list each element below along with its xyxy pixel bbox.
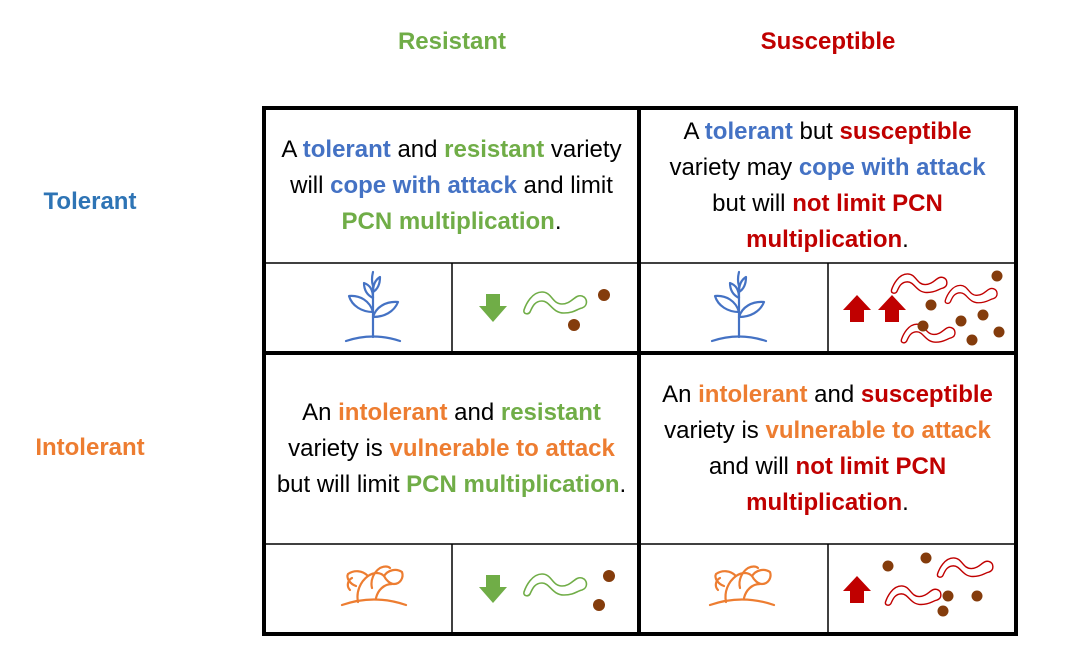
keyword-vulnerable-to-attack: vulnerable to attack <box>765 417 991 444</box>
keyword-intolerant: intolerant <box>338 399 448 426</box>
nematode-icon <box>890 273 948 294</box>
text-segment: A <box>281 136 303 163</box>
text-segment: and <box>447 399 501 426</box>
wilted-plant-icon <box>708 565 776 607</box>
cyst-dot-icon <box>977 309 989 321</box>
keyword-susceptible: susceptible <box>860 381 993 408</box>
cell-intolerant-resistant-text: An intolerant and resistant variety is v… <box>266 355 637 543</box>
cell-tolerant-resistant-text: A tolerant and resistant variety will co… <box>266 110 637 262</box>
keyword-not-limit-pcn-multiplication: not limit PCN multiplication <box>746 190 943 253</box>
keyword-pcn-multiplication: PCN multiplication <box>406 471 620 498</box>
cyst-dot-icon <box>971 590 983 602</box>
keyword-pcn-multiplication: PCN multiplication <box>341 208 555 235</box>
keyword-tolerant: tolerant <box>302 136 391 163</box>
row-heading-tolerant: Tolerant <box>43 188 137 215</box>
keyword-not-limit-pcn-multiplication: not limit PCN multiplication <box>746 453 947 516</box>
keyword-cope-with-attack: cope with attack <box>798 154 986 181</box>
up-arrow-icon <box>843 576 871 603</box>
text-segment: variety may <box>669 154 799 181</box>
healthy-plant-icon <box>344 270 402 343</box>
down-arrow-icon <box>479 294 507 322</box>
cyst-dot-icon <box>955 315 967 327</box>
text-segment: . <box>902 489 909 516</box>
text-segment: An <box>662 381 699 408</box>
text-segment: but <box>792 118 840 145</box>
cyst-dot-icon <box>937 605 949 617</box>
nematode-icon <box>523 573 588 597</box>
cyst-dot-icon <box>593 599 605 611</box>
pcn-variety-matrix: A tolerant and resistant variety will co… <box>262 106 1018 636</box>
text-segment: . <box>619 471 627 498</box>
healthy-plant-icon <box>710 270 768 343</box>
wilted-plant-icon <box>340 565 408 607</box>
text-segment: variety is <box>288 435 390 462</box>
text-segment: A <box>683 118 705 145</box>
cyst-dot-icon <box>917 320 929 332</box>
text-segment: and limit <box>516 172 613 199</box>
cyst-dot-icon <box>603 570 615 582</box>
column-heading-resistant: Resistant <box>397 28 507 55</box>
cyst-dot-icon <box>882 560 894 572</box>
cell-intolerant-susceptible-text: An intolerant and susceptible variety is… <box>641 355 1014 543</box>
keyword-intolerant: intolerant <box>698 381 808 408</box>
text-segment: but will <box>712 190 793 217</box>
down-arrow-icon <box>479 575 507 603</box>
nematode-icon <box>884 585 942 606</box>
cyst-dot-icon <box>925 299 937 311</box>
keyword-vulnerable-to-attack: vulnerable to attack <box>389 435 615 462</box>
text-segment: and <box>390 136 445 163</box>
cyst-dot-icon <box>993 326 1005 338</box>
keyword-resistant: resistant <box>444 136 545 163</box>
text-segment: but will limit <box>276 471 407 498</box>
text-segment: . <box>902 226 909 253</box>
cyst-dot-icon <box>942 590 954 602</box>
cell-tolerant-susceptible-text: A tolerant but susceptible variety may c… <box>641 110 1014 262</box>
up-arrow-icon <box>843 295 871 322</box>
row-heading-intolerant: Intolerant <box>35 434 145 461</box>
text-segment: variety will <box>290 136 622 199</box>
nematode-icon <box>523 291 588 315</box>
up-arrow-icon <box>878 295 906 322</box>
keyword-susceptible: susceptible <box>839 118 972 145</box>
cyst-dot-icon <box>966 334 978 346</box>
cyst-dot-icon <box>568 319 580 331</box>
keyword-resistant: resistant <box>500 399 601 426</box>
text-segment: An <box>302 399 339 426</box>
nematode-icon <box>936 557 994 578</box>
cyst-dot-icon <box>991 270 1003 282</box>
text-segment: variety is <box>664 417 766 444</box>
keyword-cope-with-attack: cope with attack <box>330 172 517 199</box>
text-segment: and <box>807 381 861 408</box>
cyst-dot-icon <box>920 552 932 564</box>
text-segment: and will <box>708 453 796 480</box>
cyst-dot-icon <box>598 289 610 301</box>
matrix-grid-lines <box>262 106 1018 636</box>
column-heading-susceptible: Susceptible <box>760 28 896 55</box>
nematode-icon <box>944 284 998 305</box>
text-segment: . <box>554 208 562 235</box>
keyword-tolerant: tolerant <box>704 118 793 145</box>
